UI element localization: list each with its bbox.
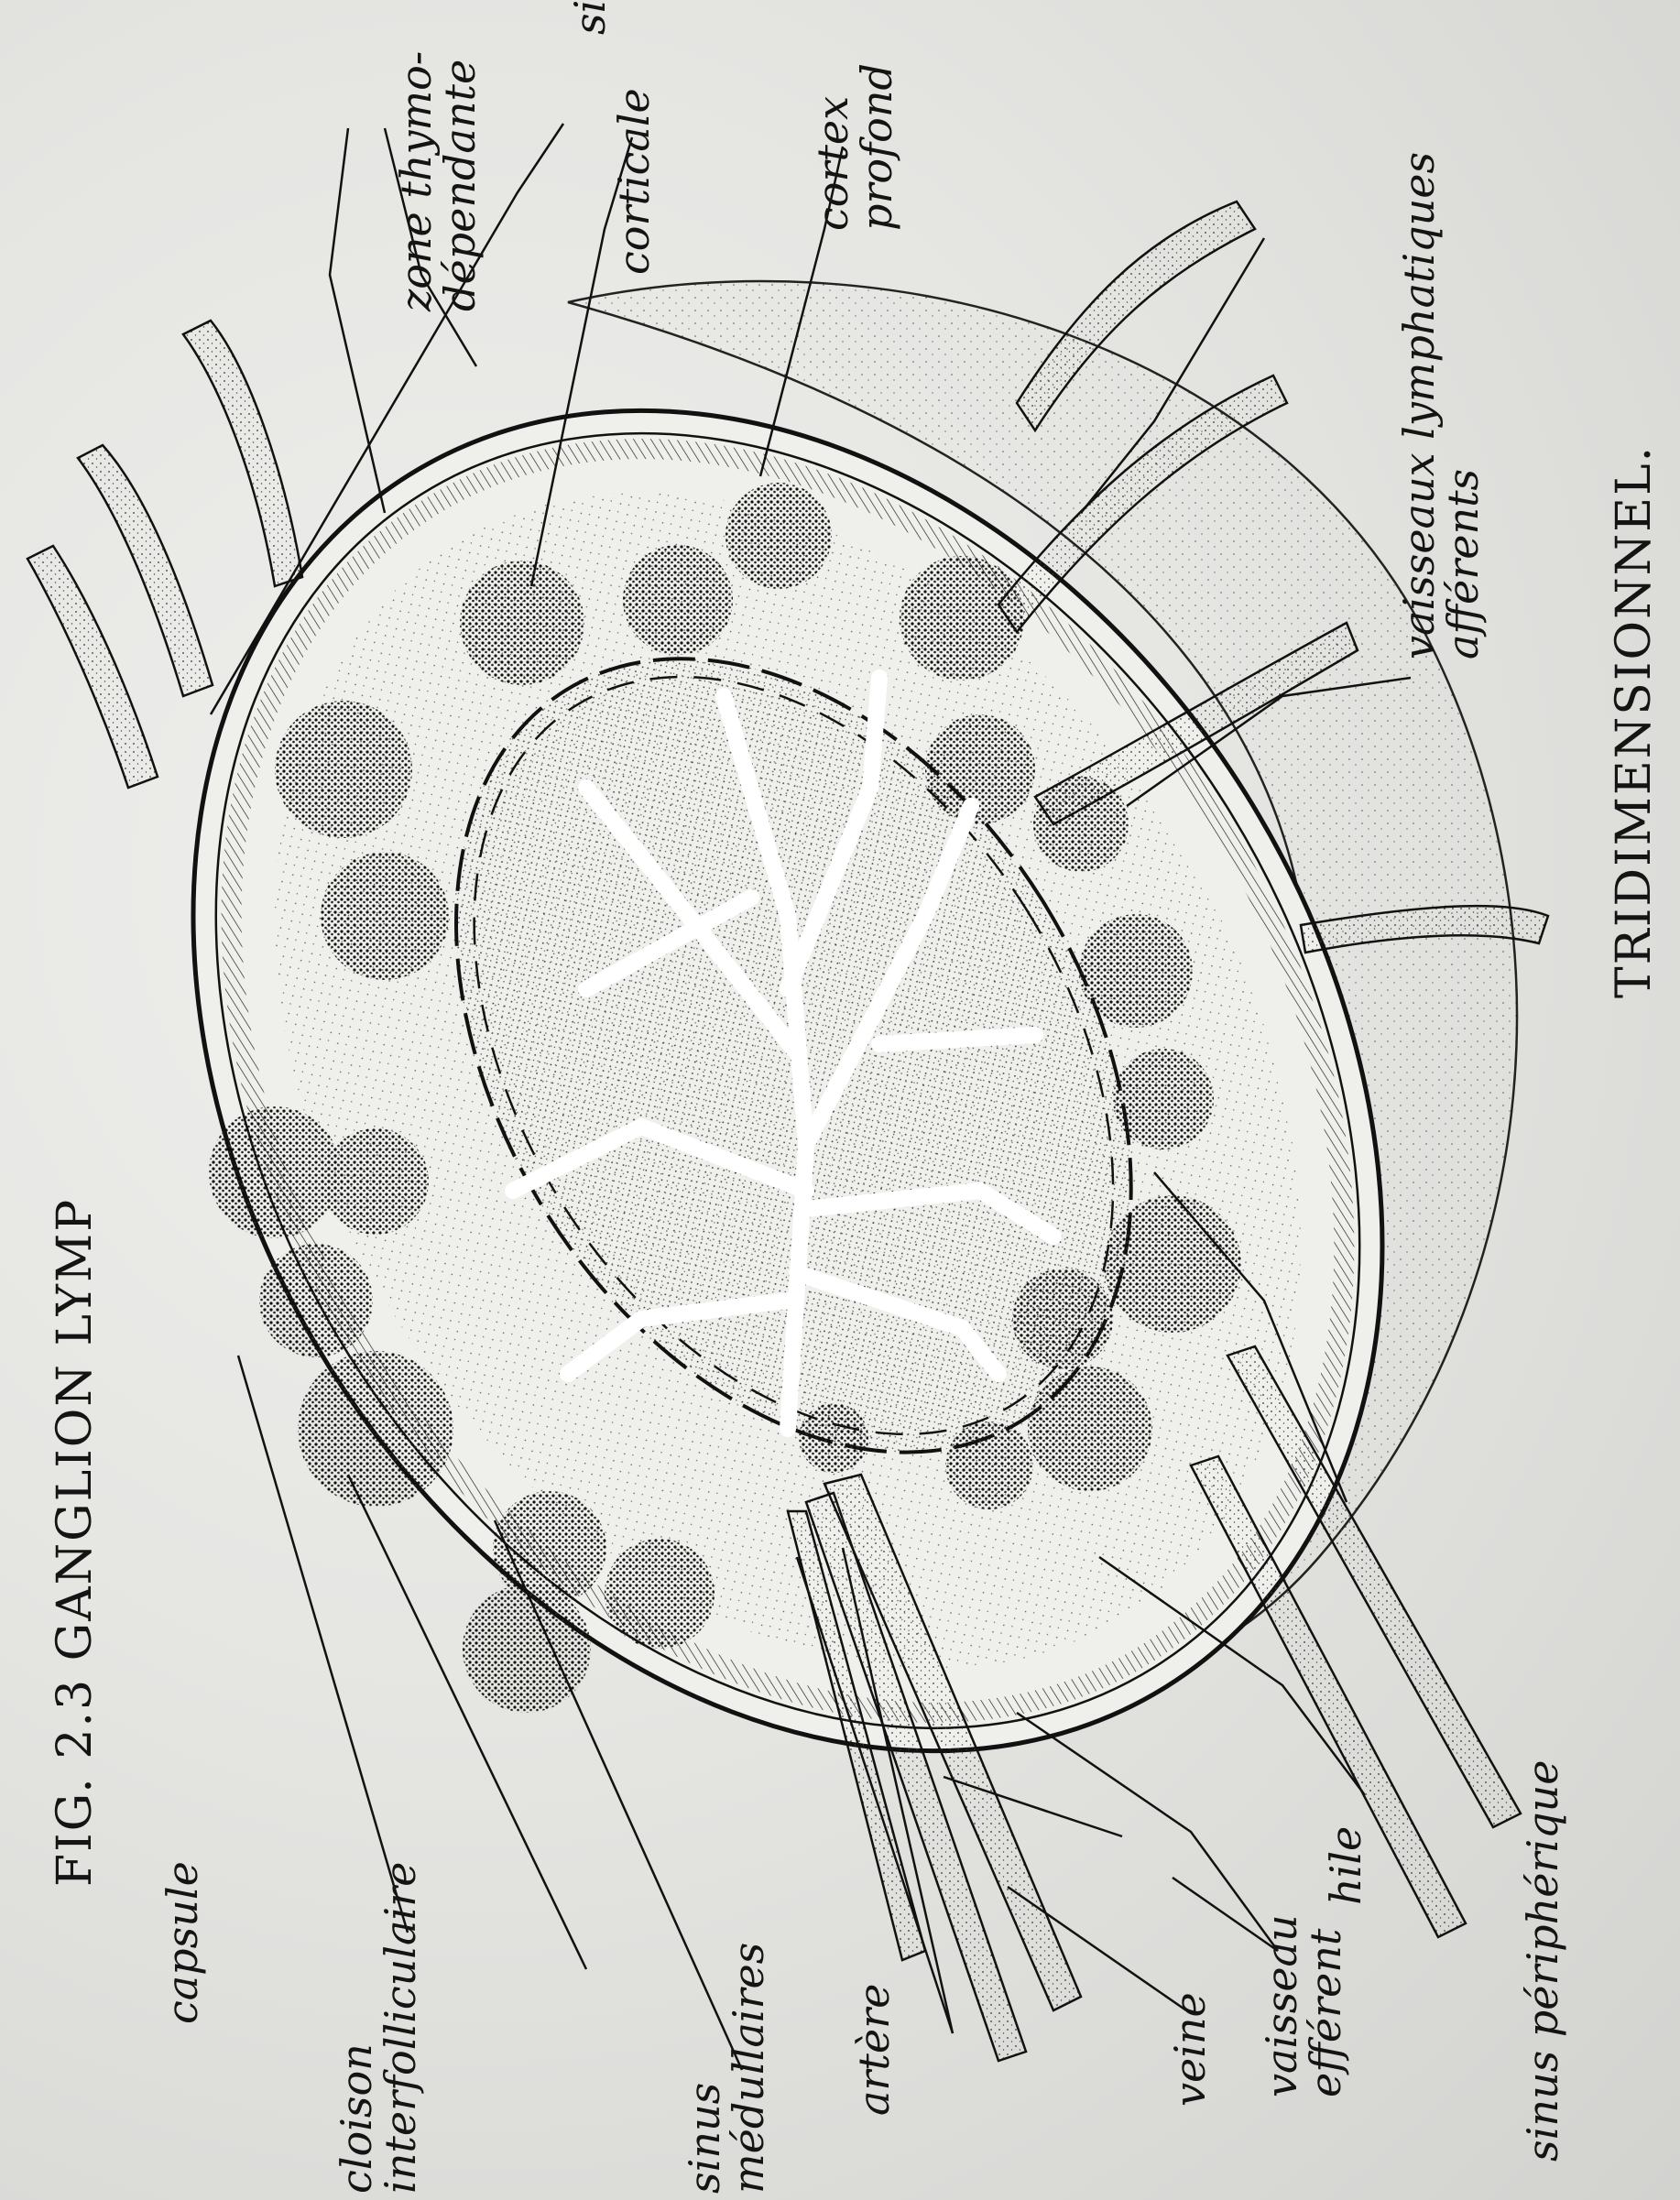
label-sinus-fragment: sinu xyxy=(568,0,612,35)
figure-number: FIG. 2.3 xyxy=(48,1678,103,1887)
figure-title-text: GANGLION LYMP xyxy=(48,1198,103,1661)
label-line-interfolliculaire: interfolliculaire xyxy=(378,1862,422,2194)
label-line-vaisseau: vaisseau xyxy=(1260,1914,1304,2097)
label-line-profond: profond xyxy=(855,63,899,231)
figure-title: FIG. 2.3 GANGLION LYMP xyxy=(48,1198,103,1887)
label-artere: artère xyxy=(852,1984,896,2116)
label-hile: hile xyxy=(1324,1826,1368,1905)
label-line-zone-thymo: zone thymo- xyxy=(394,51,438,311)
label-line-medullaires: médullaires xyxy=(726,1943,770,2194)
label-sinus-medullaires: sinus médullaires xyxy=(682,1943,771,2194)
label-zone-thymo-dependante: zone thymo- dépendante xyxy=(394,51,483,311)
label-vaisseaux-lymphatiques-afferents: vaisseaux lymphatiques afférents xyxy=(1397,152,1486,659)
label-corticale: corticale xyxy=(612,88,656,275)
label-line-afferents: afférents xyxy=(1441,152,1485,659)
label-line-sinus: sinus xyxy=(682,1943,726,2194)
label-capsule: capsule xyxy=(160,1861,204,2024)
label-veine: veine xyxy=(1168,1992,1212,2107)
label-sinus-peripherique: sinus périphérique xyxy=(1521,1760,1565,2162)
label-line-dependante: dépendante xyxy=(438,51,482,311)
label-line-vaisseaux-lymphatiques: vaisseaux lymphatiques xyxy=(1397,152,1441,659)
label-vaisseau-efferent: vaisseau efférent xyxy=(1260,1914,1348,2097)
label-line-cloison: cloison xyxy=(334,1862,378,2194)
label-line-cortex: cortex xyxy=(811,63,855,231)
label-line-efferent: efférent xyxy=(1304,1914,1347,2097)
label-cloison-interfolliculaire: cloison interfolliculaire xyxy=(334,1862,423,2194)
figure-bottom-title: TRIDIMENSIONNEL. xyxy=(1607,445,1662,998)
label-cortex-profond: cortex profond xyxy=(811,63,900,231)
